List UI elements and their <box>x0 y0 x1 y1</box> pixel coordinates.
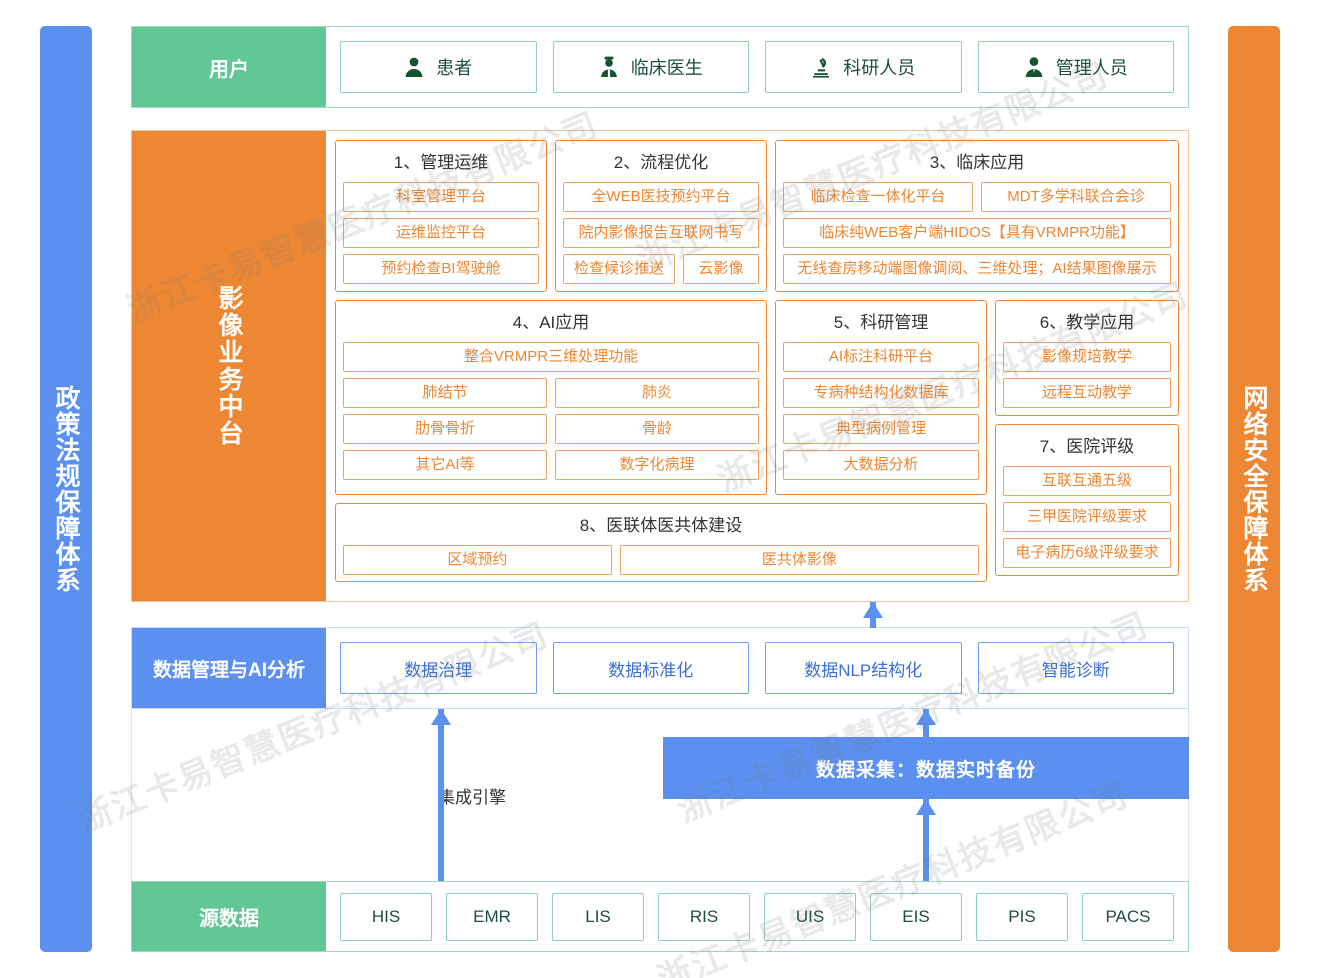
item-box[interactable]: 影像规培教学 <box>1003 342 1171 372</box>
data-collection-box: 数据采集：数据实时备份 <box>663 737 1189 799</box>
data-chip-governance[interactable]: 数据治理 <box>340 642 537 694</box>
item-box[interactable]: 远程互动教学 <box>1003 378 1171 408</box>
item-box[interactable]: 骨龄 <box>555 414 759 444</box>
transport-zone: 数据采集：数据实时备份 集成引擎 <box>131 709 1189 881</box>
user-chip-label: 患者 <box>436 58 473 78</box>
source-chip-pis[interactable]: PIS <box>976 892 1068 941</box>
group-medical-alliance: 8、医联体医共体建设 区域预约 医共体影像 <box>335 503 987 582</box>
item-box[interactable]: 肺结节 <box>343 378 547 408</box>
spacer <box>995 503 1179 582</box>
arrow-data-to-midplatform <box>862 602 884 628</box>
data-management-band: 数据管理与AI分析 数据治理 数据标准化 数据NLP结构化 智能诊断 <box>131 627 1189 709</box>
source-data-list: HIS EMR LIS RIS UIS EIS PIS PACS <box>326 882 1188 951</box>
network-security-pillar: 网络安全保障体系 <box>1228 26 1280 952</box>
item-box[interactable]: 大数据分析 <box>783 450 979 480</box>
imaging-midplatform-band: 影像业务中台 1、管理运维 科室管理平台 运维监控平台 预约检查BI驾驶舱 2、… <box>131 130 1189 602</box>
user-chip-researcher[interactable]: 科研人员 <box>765 41 962 93</box>
source-data-band: 源数据 HIS EMR LIS RIS UIS EIS PIS PACS <box>131 881 1189 952</box>
item-box[interactable]: 运维监控平台 <box>343 218 539 248</box>
data-chip-intelligent-diagnosis[interactable]: 智能诊断 <box>977 642 1174 694</box>
item-box[interactable]: 数字化病理 <box>555 450 759 480</box>
user-chip-patient[interactable]: 患者 <box>340 41 537 93</box>
group-process-optimization: 2、流程优化 全WEB医技预约平台 院内影像报告互联网书写 检查候诊推送 云影像 <box>555 140 767 292</box>
item-box[interactable]: 其它AI等 <box>343 450 547 480</box>
item-box[interactable]: 临床纯WEB客户端HIDOS【具有VRMPR功能】 <box>783 218 1171 248</box>
group-hospital-rating: 7、医院评级 互联互通五级 三甲医院评级要求 电子病历6级评级要求 <box>995 424 1179 576</box>
group-title: 5、科研管理 <box>833 313 929 332</box>
item-box[interactable]: 预约检查BI驾驶舱 <box>343 254 539 284</box>
item-box[interactable]: MDT多学科联合会诊 <box>981 182 1171 212</box>
user-chip-label: 管理人员 <box>1055 58 1128 78</box>
group-title: 1、管理运维 <box>393 153 489 172</box>
source-chip-eis[interactable]: EIS <box>870 892 962 941</box>
item-box[interactable]: 检查候诊推送 <box>563 254 676 284</box>
item-box[interactable]: 无线查房移动端图像调阅、三维处理；AI结果图像展示 <box>783 254 1171 284</box>
arrow-source-to-collection <box>915 799 937 881</box>
users-list: 患者 临床医生 科研人员 管理人员 <box>326 27 1188 107</box>
source-chip-uis[interactable]: UIS <box>764 892 856 941</box>
item-box[interactable]: 互联互通五级 <box>1003 466 1171 496</box>
arrow-collection-to-data <box>915 709 937 737</box>
manager-icon <box>1024 56 1044 78</box>
group-title: 7、医院评级 <box>1039 437 1135 456</box>
source-chip-ris[interactable]: RIS <box>658 892 750 941</box>
user-chip-clinician[interactable]: 临床医生 <box>552 41 749 93</box>
network-security-pillar-label: 网络安全保障体系 <box>1240 385 1268 593</box>
group-ai-application: 4、AI应用 整合VRMPR三维处理功能 肺结节 肺炎 肋骨骨折 骨龄 其它AI… <box>335 300 767 495</box>
item-box[interactable]: 肋骨骨折 <box>343 414 547 444</box>
data-chip-standardization[interactable]: 数据标准化 <box>552 642 749 694</box>
item-box[interactable]: 典型病例管理 <box>783 414 979 444</box>
user-chip-label: 科研人员 <box>843 58 916 78</box>
item-box[interactable]: 临床检查一体化平台 <box>783 182 973 212</box>
arrow-source-to-data-engine <box>430 709 452 881</box>
item-box[interactable]: 专病种结构化数据库 <box>783 378 979 408</box>
group-column-right: 6、教学应用 影像规培教学 远程互动教学 7、医院评级 互联互通五级 三甲医院评… <box>995 300 1179 576</box>
user-chip-manager[interactable]: 管理人员 <box>977 41 1174 93</box>
group-title: 3、临床应用 <box>929 153 1025 172</box>
source-chip-lis[interactable]: LIS <box>552 892 644 941</box>
group-title: 8、医联体医共体建设 <box>579 516 743 535</box>
item-box[interactable]: 医共体影像 <box>619 545 979 575</box>
item-box[interactable]: 区域预约 <box>343 545 612 575</box>
group-clinical-application: 3、临床应用 临床检查一体化平台 MDT多学科联合会诊 临床纯WEB客户端HID… <box>775 140 1179 292</box>
integration-engine-label: 集成引擎 <box>438 788 506 807</box>
item-box[interactable]: 电子病历6级评级要求 <box>1003 538 1171 568</box>
policy-pillar: 政策法规保障体系 <box>40 26 92 952</box>
source-data-label: 源数据 <box>132 882 326 951</box>
item-box[interactable]: 科室管理平台 <box>343 182 539 212</box>
group-title: 2、流程优化 <box>613 153 709 172</box>
data-chip-nlp[interactable]: 数据NLP结构化 <box>765 642 962 694</box>
imaging-midplatform-body: 1、管理运维 科室管理平台 运维监控平台 预约检查BI驾驶舱 2、流程优化 全W… <box>326 131 1188 601</box>
imaging-midplatform-label: 影像业务中台 <box>132 131 326 601</box>
group-teaching-application: 6、教学应用 影像规培教学 远程互动教学 <box>995 300 1179 416</box>
doctor-icon <box>599 56 619 78</box>
group-title: 6、教学应用 <box>1039 313 1135 332</box>
policy-pillar-label: 政策法规保障体系 <box>52 385 80 593</box>
source-chip-pacs[interactable]: PACS <box>1082 892 1174 941</box>
data-management-label: 数据管理与AI分析 <box>132 628 326 708</box>
item-box[interactable]: 院内影像报告互联网书写 <box>563 218 759 248</box>
user-chip-label: 临床医生 <box>630 58 703 78</box>
microscope-icon <box>811 56 831 78</box>
person-icon <box>404 56 424 78</box>
users-band: 用户 患者 临床医生 科研人员 <box>131 26 1189 108</box>
source-chip-emr[interactable]: EMR <box>446 892 538 941</box>
item-box[interactable]: 云影像 <box>683 254 759 284</box>
item-box[interactable]: 全WEB医技预约平台 <box>563 182 759 212</box>
group-management-ops: 1、管理运维 科室管理平台 运维监控平台 预约检查BI驾驶舱 <box>335 140 547 292</box>
source-chip-his[interactable]: HIS <box>340 892 432 941</box>
group-title: 4、AI应用 <box>512 313 590 332</box>
data-management-list: 数据治理 数据标准化 数据NLP结构化 智能诊断 <box>326 628 1188 708</box>
users-band-label: 用户 <box>132 27 326 107</box>
item-box[interactable]: AI标注科研平台 <box>783 342 979 372</box>
architecture-diagram: 用户 患者 临床医生 科研人员 <box>131 26 1189 952</box>
group-research-management: 5、科研管理 AI标注科研平台 专病种结构化数据库 典型病例管理 大数据分析 <box>775 300 987 495</box>
item-box[interactable]: 整合VRMPR三维处理功能 <box>343 342 759 372</box>
item-box[interactable]: 三甲医院评级要求 <box>1003 502 1171 532</box>
imaging-midplatform-text: 影像业务中台 <box>215 285 243 447</box>
item-box[interactable]: 肺炎 <box>555 378 759 408</box>
